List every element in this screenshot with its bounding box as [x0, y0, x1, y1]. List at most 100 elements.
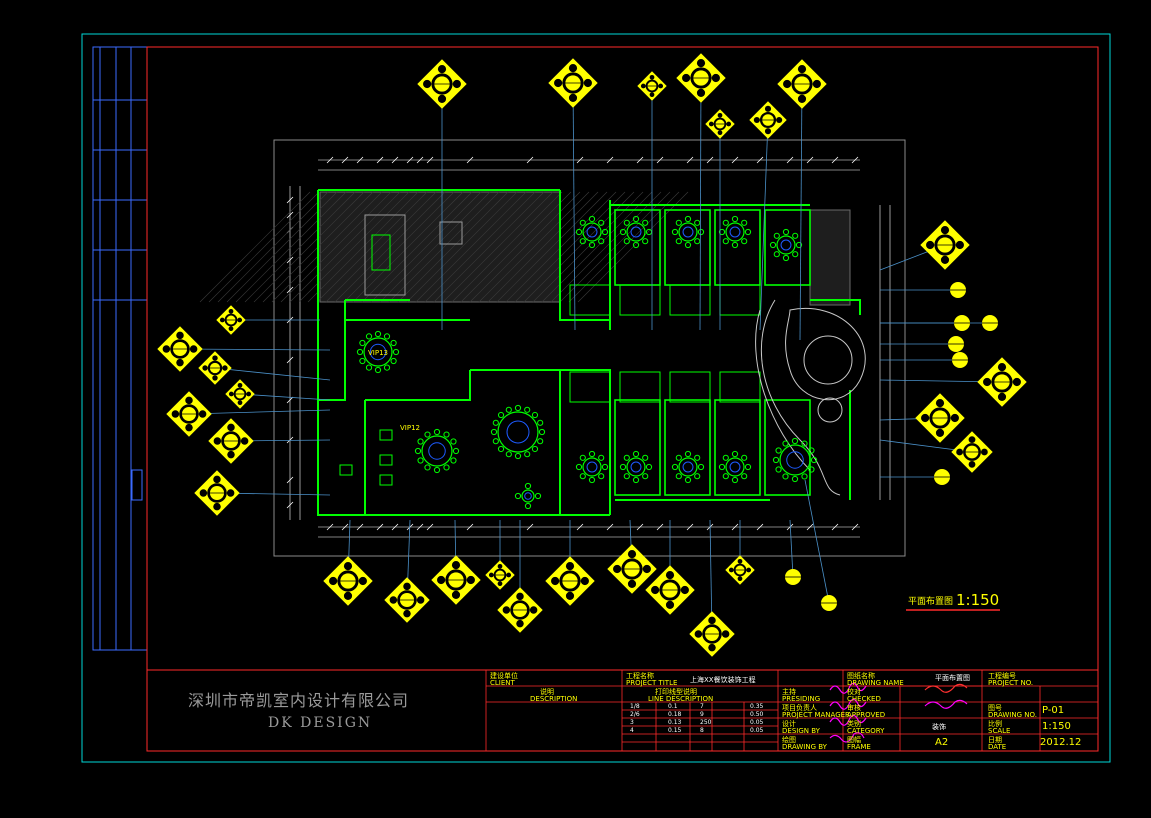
- tb-drawing-name-value: 平面布置图: [935, 674, 970, 682]
- index-symbol: [194, 470, 240, 516]
- tb-project-value: 上海XX餐饮装饰工程: [690, 676, 756, 684]
- index-symbol: [915, 393, 965, 443]
- tb-presiding-cn: 主持: [782, 688, 796, 696]
- line-weight-cell: 0.1: [668, 703, 678, 710]
- sheet-border: [81, 33, 1111, 763]
- line-weight-cell: 0.05: [750, 719, 764, 726]
- line-weight-cell: 0.50: [750, 711, 764, 718]
- index-circle: [954, 315, 970, 331]
- index-symbol: [485, 560, 515, 590]
- title-block-grid: [485, 670, 1098, 751]
- tb-checked-cn: 校对: [847, 688, 861, 696]
- index-circle: [982, 315, 998, 331]
- index-symbol: [157, 326, 203, 372]
- tb-client-cn: 建设单位: [490, 672, 518, 680]
- tb-category-cn: 类别: [847, 720, 861, 728]
- curved-lobby: [755, 299, 866, 496]
- index-circle: [950, 282, 966, 298]
- index-circle: [821, 595, 837, 611]
- tb-scale-value: 1:150: [1042, 721, 1071, 732]
- index-symbol: [225, 379, 255, 409]
- tb-project-no-cn: 工程编号: [988, 672, 1016, 680]
- index-circle: [952, 352, 968, 368]
- tb-description-en: DESCRIPTION: [530, 695, 578, 703]
- index-symbol: [198, 351, 232, 385]
- line-weight-cell: 0.18: [668, 711, 682, 718]
- signatures: [829, 682, 968, 743]
- tb-category-value: 装饰: [932, 723, 946, 731]
- tb-presiding-en: PRESIDING: [782, 695, 821, 703]
- tb-design-cn: 设计: [782, 720, 796, 728]
- company-name-en: DK DESIGN: [268, 715, 373, 731]
- room-label-vip12: VIP12: [400, 424, 420, 432]
- tb-pm-cn: 项目负责人: [782, 704, 817, 712]
- line-weight-cell: 0.13: [668, 719, 682, 726]
- index-circle: [785, 569, 801, 585]
- tb-frame-cn: 图幅: [847, 736, 861, 744]
- tb-frame-value: A2: [935, 737, 949, 748]
- tb-line-desc-en: LINE DESCRIPTION: [648, 695, 714, 703]
- index-symbol: [920, 220, 970, 270]
- tb-date-value: 2012.12: [1040, 737, 1082, 748]
- tb-date-en: DATE: [988, 743, 1007, 751]
- index-symbol: [705, 109, 735, 139]
- index-symbol: [749, 101, 787, 139]
- index-symbol: [216, 305, 246, 335]
- stairwell: [364, 214, 463, 296]
- index-symbol: [645, 565, 695, 615]
- tb-approved-en: APPROVED: [847, 711, 886, 719]
- tb-approved-cn: 审核: [847, 704, 861, 712]
- tb-drawing-name-cn: 图纸名称: [847, 672, 875, 680]
- index-symbol: [545, 556, 595, 606]
- index-symbol: [676, 53, 726, 103]
- index-symbol: [166, 391, 212, 437]
- dimension-lines: [289, 159, 891, 538]
- index-symbol: [208, 418, 254, 464]
- tb-scale-en: SCALE: [988, 727, 1011, 735]
- line-weight-cell: 0.15: [668, 727, 682, 734]
- tb-client-en: CLIENT: [490, 679, 515, 687]
- line-weight-cell: 250: [700, 719, 712, 726]
- tb-checked-en: CHECKED: [847, 695, 881, 703]
- index-symbol: [725, 555, 755, 585]
- tb-drawing-no-cn: 图号: [988, 704, 1002, 712]
- tb-frame-en: FRAME: [847, 743, 871, 751]
- plan-scale: 1:150: [956, 591, 1000, 609]
- index-symbol: [637, 71, 667, 101]
- plan-sheet-outline: [273, 139, 906, 557]
- tb-design-en: DESIGN BY: [782, 727, 820, 735]
- index-symbol: [777, 59, 827, 109]
- index-symbol: [548, 58, 598, 108]
- tb-line-desc-cn: 打印线型说明: [655, 688, 697, 696]
- tb-pm-en: PROJECT MANAGER: [782, 711, 850, 719]
- line-weight-cell: 8: [700, 727, 704, 734]
- index-symbol: [417, 59, 467, 109]
- line-weight-cell: 1/8: [630, 703, 640, 710]
- room-label-vip13: VIP13: [368, 349, 388, 357]
- drawing-frame: [146, 46, 1099, 752]
- index-symbol: [384, 577, 430, 623]
- private-rooms: [569, 209, 811, 496]
- index-circle: [934, 469, 950, 485]
- index-symbol: [431, 555, 481, 605]
- line-weight-cell: 2/6: [630, 711, 640, 718]
- line-weight-cell: 0.35: [750, 703, 764, 710]
- tb-drawing-by-cn: 绘图: [782, 736, 796, 744]
- binding-strip: [92, 46, 148, 651]
- tb-drawing-no-value: P-01: [1042, 705, 1065, 716]
- plan-title: 平面布置图: [908, 597, 954, 607]
- index-symbol: [497, 587, 543, 633]
- hatch-areas: [319, 191, 851, 306]
- hatch-pattern: [199, 191, 689, 303]
- tb-drawing-name-en: DRAWING NAME: [847, 679, 904, 687]
- index-circle: [948, 336, 964, 352]
- index-symbol: [977, 357, 1027, 407]
- tb-drawing-no-en: DRAWING NO.: [988, 711, 1037, 719]
- elevation-index-symbols: [157, 53, 1027, 657]
- tb-scale-cn: 比例: [988, 720, 1002, 728]
- line-weight-cell: 3: [630, 719, 634, 726]
- company-name-cn: 深圳市帝凯室内设计有限公司: [188, 691, 410, 710]
- tb-project-no-en: PROJECT NO.: [988, 679, 1034, 687]
- dining-tables: [339, 215, 818, 510]
